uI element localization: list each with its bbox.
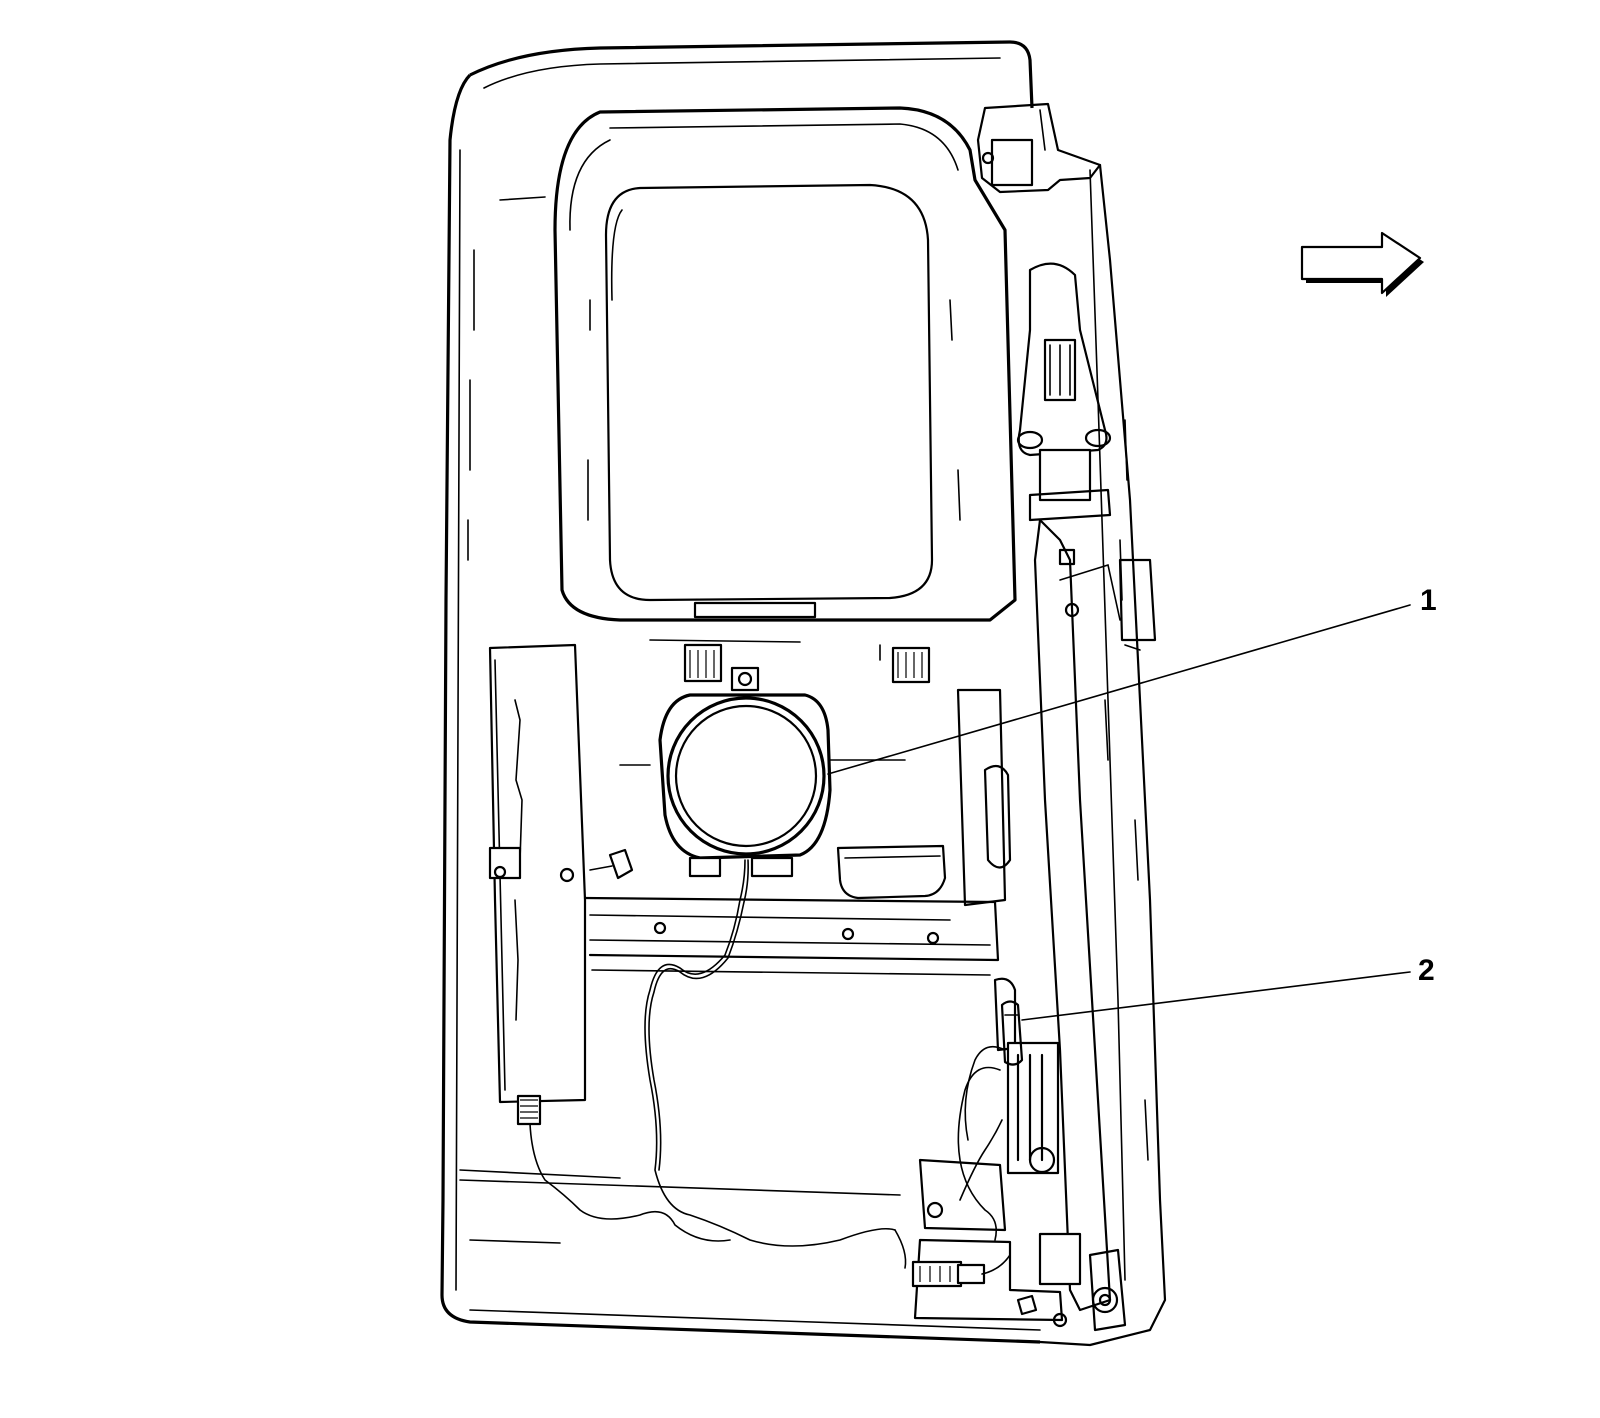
window-opening xyxy=(553,106,1017,622)
arrow-right-icon xyxy=(1300,231,1424,297)
upper-hinge xyxy=(976,102,1102,194)
callout-1-label: 1 xyxy=(1420,584,1437,617)
door-edge xyxy=(1038,163,1167,1347)
lower-latch xyxy=(911,977,1127,1332)
door-switch xyxy=(1000,1000,1024,1066)
leader-lines xyxy=(827,604,1411,1021)
left-module-panel xyxy=(488,643,587,1126)
inner-panel xyxy=(583,639,1012,976)
callout-2-label: 2 xyxy=(1418,954,1435,987)
wiring-harness xyxy=(529,859,1011,1275)
speaker xyxy=(658,666,832,878)
door-panel xyxy=(440,40,1041,1344)
pull-cup xyxy=(836,844,947,900)
